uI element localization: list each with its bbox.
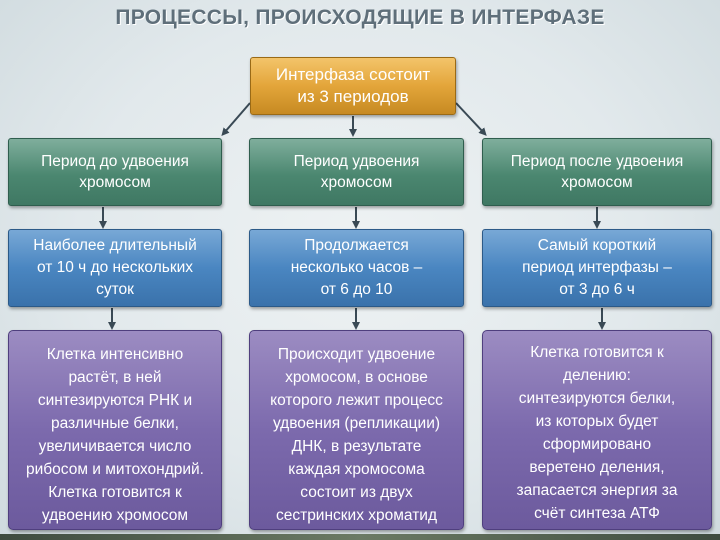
duration-box-duplication: Продолжается несколько часов – от 6 до 1… <box>249 229 464 307</box>
period-box-duplication: Период удвоения хромосом <box>249 138 464 206</box>
description-text: Происходит удвоение хромосом, в основе к… <box>270 346 443 524</box>
bottom-decor-bar <box>0 534 720 540</box>
arrow-root-to-period-3 <box>455 102 487 136</box>
period-box-pre-duplication: Период до удвоения хромосом <box>8 138 222 206</box>
arrow-root-to-period-1 <box>221 102 251 137</box>
duration-label: Продолжается несколько часов – от 6 до 1… <box>290 237 423 298</box>
duration-label: Наиболее длительный от 10 ч до нескольки… <box>33 237 197 298</box>
description-box-pre-duplication: Клетка интенсивно растёт, в ней синтезир… <box>8 330 222 530</box>
description-text: Клетка готовится к делению: синтезируютс… <box>516 344 678 522</box>
period-label: Период до удвоения хромосом <box>41 153 189 191</box>
period-label: Период удвоения хромосом <box>293 153 420 191</box>
interphase-root-box: Интерфаза состоит из 3 периодов <box>250 57 456 115</box>
slide-title: ПРОЦЕССЫ, ПРОИСХОДЯЩИЕ В ИНТЕРФАЗЕ <box>115 6 605 29</box>
description-box-duplication: Происходит удвоение хромосом, в основе к… <box>249 330 464 530</box>
description-text: Клетка интенсивно растёт, в ней синтезир… <box>26 346 204 524</box>
duration-label: Самый короткий период интерфазы – от 3 д… <box>522 237 672 298</box>
duration-box-post-duplication: Самый короткий период интерфазы – от 3 д… <box>482 229 712 307</box>
root-label: Интерфаза состоит из 3 периодов <box>275 65 431 106</box>
description-box-post-duplication: Клетка готовится к делению: синтезируютс… <box>482 330 712 530</box>
period-label: Период после удвоения хромосом <box>510 153 684 191</box>
duration-box-pre-duplication: Наиболее длительный от 10 ч до нескольки… <box>8 229 222 307</box>
period-box-post-duplication: Период после удвоения хромосом <box>482 138 712 206</box>
